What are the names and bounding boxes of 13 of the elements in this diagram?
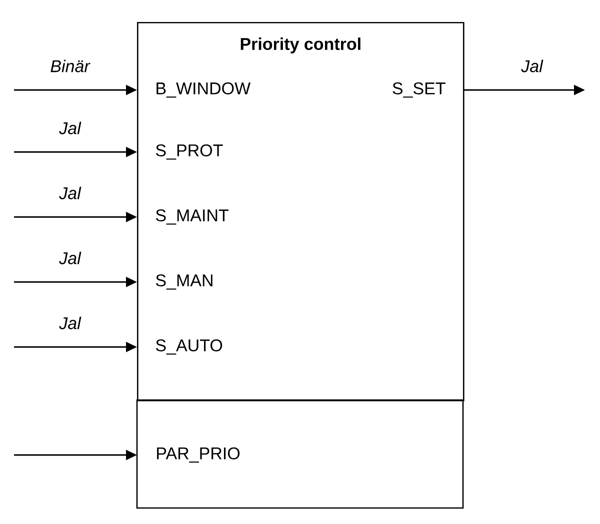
- pin-label: S_MAN: [156, 274, 212, 290]
- edge-label: Jal: [521, 60, 544, 72]
- pin-label: S_AUTO: [156, 339, 222, 355]
- function-block-section: PAR_PRIO: [136, 399, 464, 509]
- pin-label: S_MAINT: [156, 209, 228, 225]
- edge-label: Jal: [59, 122, 82, 134]
- pin-label: S_SET: [392, 82, 446, 98]
- edge-label: Jal: [59, 316, 82, 330]
- pin-label: S_PROT: [156, 144, 223, 160]
- edge-label: Jal: [59, 186, 82, 200]
- pin-label: B_WINDOW: [156, 82, 251, 98]
- edge-label: Binär: [50, 60, 90, 72]
- edge-label: Jal: [59, 252, 82, 264]
